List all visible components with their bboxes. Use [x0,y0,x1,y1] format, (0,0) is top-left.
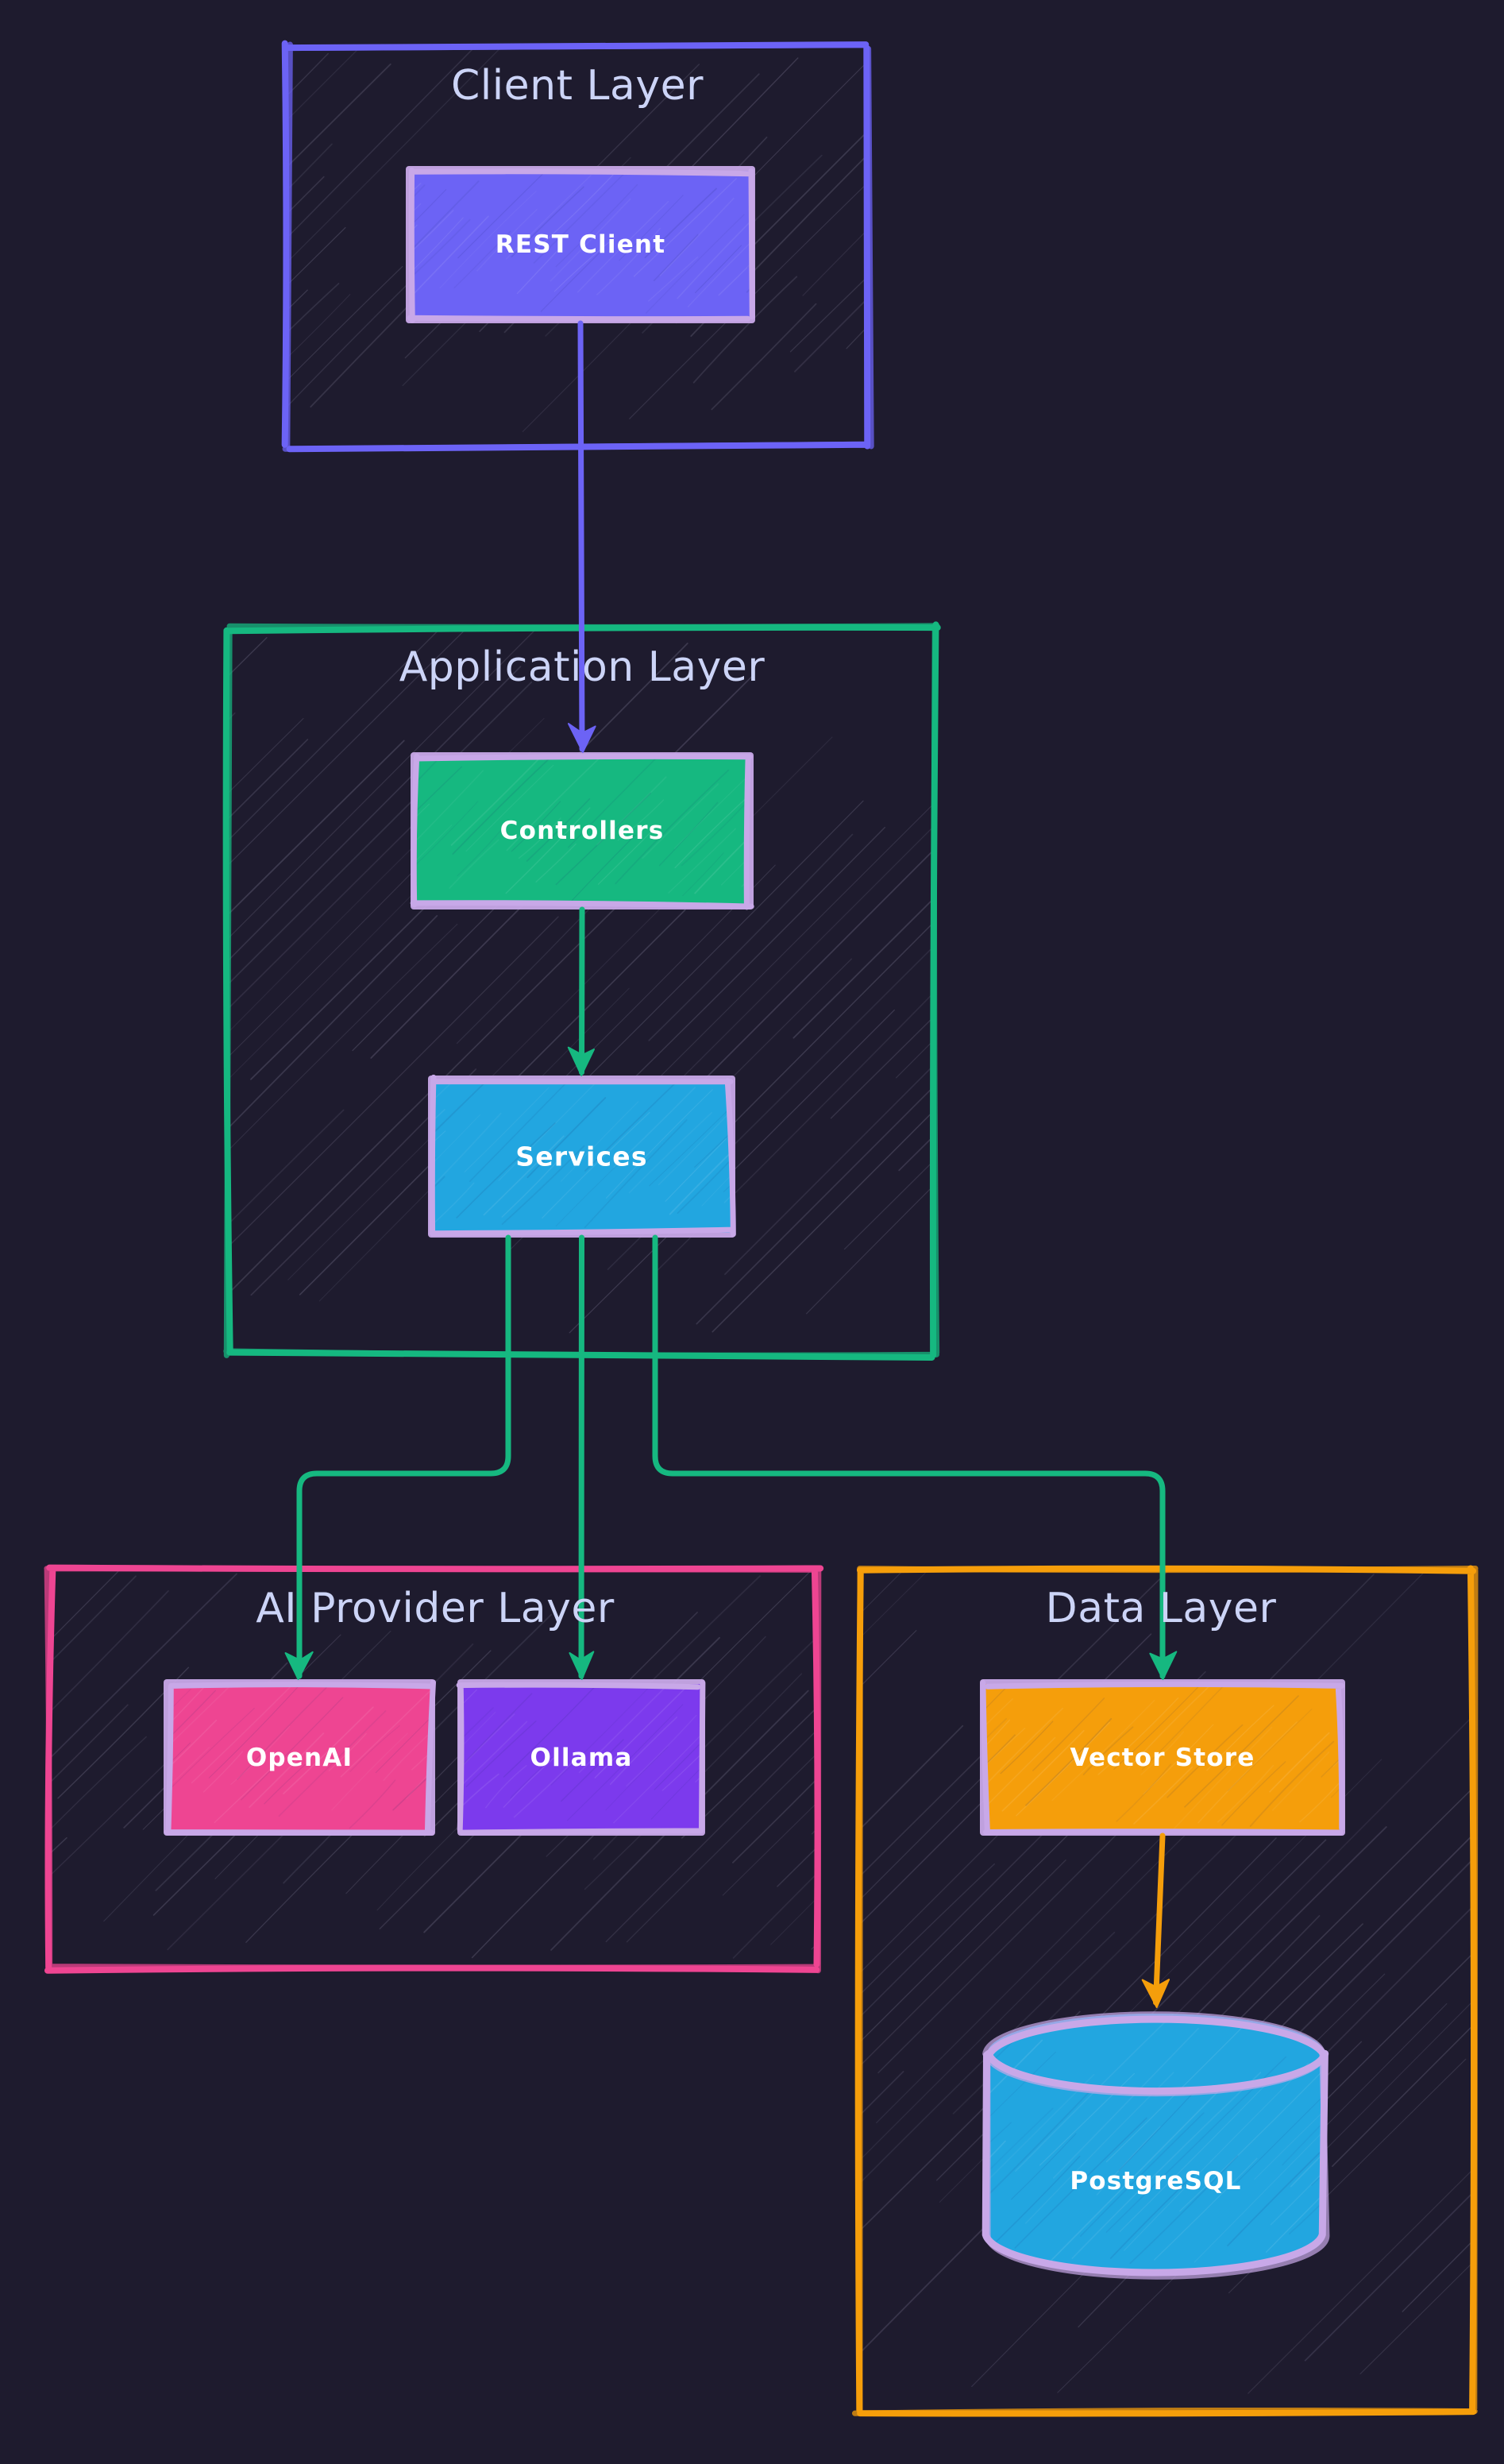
node-rest-client[interactable] [411,171,750,319]
node-controllers[interactable] [415,757,749,905]
node-postgresql[interactable] [987,2014,1325,2276]
node-vector-store[interactable] [985,1684,1340,1831]
node-services[interactable] [433,1080,731,1233]
container-application-layer[interactable] [228,628,935,1354]
node-openai[interactable] [168,1684,430,1831]
node-ollama[interactable] [462,1684,700,1831]
container-ai-provider-layer[interactable] [49,1569,818,1968]
